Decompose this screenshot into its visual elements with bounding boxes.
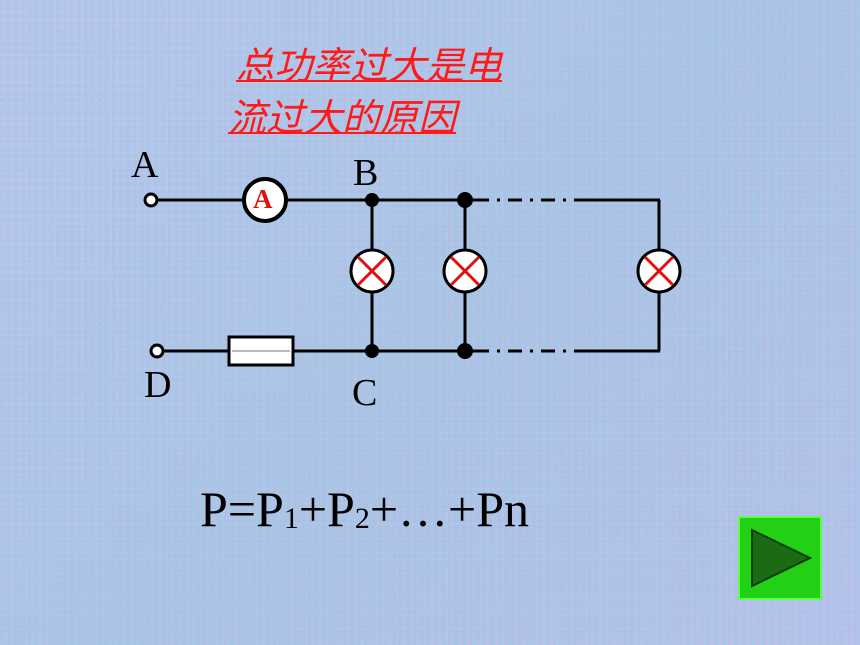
title-line-1: 总功率过大是电	[236, 44, 503, 88]
junction-bottom-2	[457, 343, 473, 359]
next-slide-button[interactable]	[738, 516, 822, 600]
label-a: A	[131, 144, 159, 186]
ammeter-icon	[242, 177, 288, 223]
label-b: B	[353, 152, 379, 194]
lamp-n-icon	[636, 248, 682, 294]
junction-top-2	[457, 192, 473, 208]
ammeter-label: A	[253, 184, 273, 214]
lamp-2-icon	[442, 248, 488, 294]
label-d: D	[144, 364, 172, 406]
junction-c	[365, 344, 379, 358]
formula-sub-2: 2	[354, 502, 370, 535]
play-arrow-icon	[751, 528, 813, 588]
formula-part-2: +P	[298, 481, 355, 537]
terminal-a	[143, 192, 159, 208]
formula-sub-1: 1	[283, 502, 299, 535]
formula-part-1: P=P	[200, 481, 284, 537]
terminal-d	[149, 343, 165, 359]
power-formula: P=P1+P2+…+Pn	[200, 484, 529, 534]
title-line-2: 流过大的原因	[228, 96, 457, 140]
lamp-1-icon	[349, 248, 395, 294]
formula-part-3: +…+Pn	[369, 481, 530, 537]
label-c: C	[352, 372, 378, 414]
slide-title: 总功率过大是电 流过大的原因	[228, 40, 588, 144]
junction-b	[365, 193, 379, 207]
